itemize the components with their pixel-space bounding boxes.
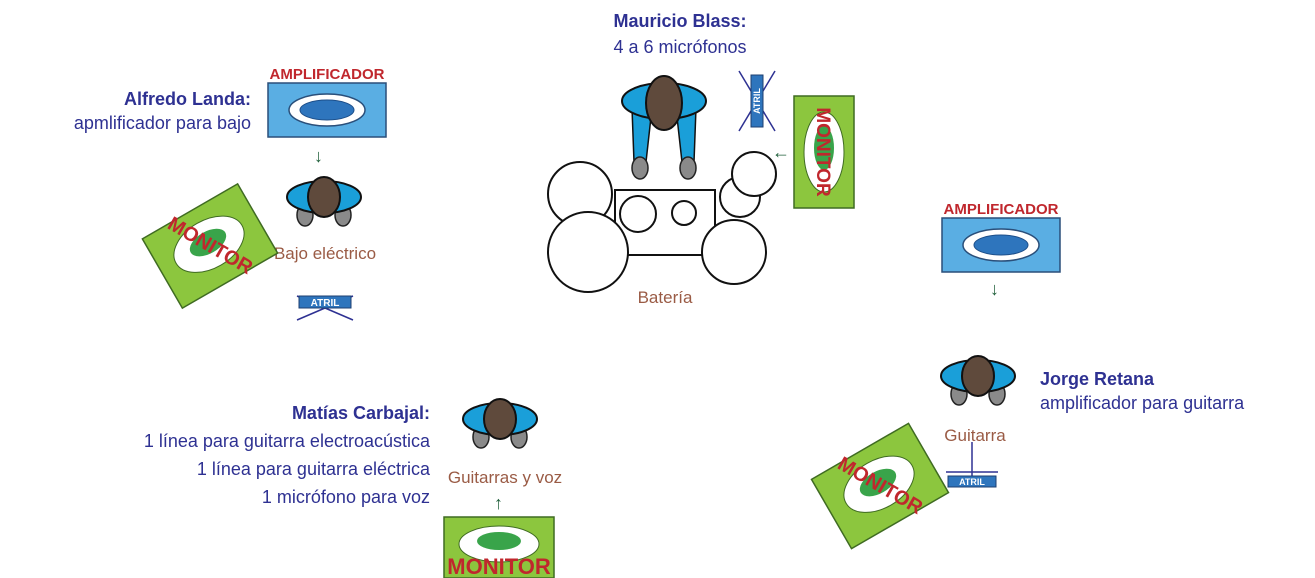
tom-drum <box>671 200 697 226</box>
drum-kit <box>547 151 777 293</box>
alfredo-musician <box>286 176 362 227</box>
guitar-instrument-label: Guitarra <box>944 426 1006 445</box>
matias-description-line-1: 1 línea para guitarra electroacústica <box>143 431 430 451</box>
bass-instrument-label: Bajo eléctrico <box>273 244 377 263</box>
bass-music-stand: ATRIL <box>296 295 354 321</box>
guitar-amplifier: AMPLIFICADOR <box>941 201 1061 273</box>
guitar-music-stand: ATRIL <box>946 442 998 488</box>
arrow-down-icon: ↓ <box>314 146 323 166</box>
arrow-down-icon: ↓ <box>990 279 999 299</box>
hi-hat <box>731 151 777 197</box>
floor-tom <box>547 211 629 293</box>
guitars-voice-instrument-label: Guitarras y voz <box>447 468 563 487</box>
monitor-label: MONITOR <box>812 107 833 197</box>
drums-music-stand: ATRIL <box>738 70 776 132</box>
guitars-voice-monitor: MONITOR <box>443 516 555 578</box>
atril-label: ATRIL <box>311 298 340 309</box>
alfredo-description: apmlificador para bajo <box>73 113 251 133</box>
bass-amplifier: AMPLIFICADOR <box>267 66 387 138</box>
jorge-description: amplificador para guitarra <box>1040 393 1245 413</box>
drums-instrument-label: Batería <box>637 288 693 307</box>
drums-monitor: MONITOR <box>793 95 855 209</box>
matias-description-line-3: 1 micrófono para voz <box>261 487 430 507</box>
arrow-left-icon: ← <box>772 142 790 162</box>
bass-monitor: MONITOR <box>141 182 279 310</box>
mauricio-description: 4 a 6 micrófonos <box>613 37 747 57</box>
jorge-name: Jorge Retana <box>1040 369 1155 389</box>
ride-cymbal <box>701 219 767 285</box>
matias-name: Matías Carbajal: <box>291 403 430 423</box>
alfredo-name: Alfredo Landa: <box>123 89 251 109</box>
guitar-monitor: MONITOR <box>810 422 950 550</box>
matias-description-line-2: 1 línea para guitarra eléctrica <box>196 459 430 479</box>
arrow-up-icon: ↑ <box>494 493 503 513</box>
matias-musician <box>462 398 538 449</box>
amplifier-label: AMPLIFICADOR <box>270 66 385 83</box>
snare-drum <box>619 195 657 233</box>
mauricio-musician <box>621 75 707 180</box>
monitor-label: MONITOR <box>447 554 551 578</box>
mauricio-name: Mauricio Blass: <box>613 11 747 31</box>
atril-label: ATRIL <box>959 477 985 487</box>
amplifier-label: AMPLIFICADOR <box>944 201 1059 218</box>
jorge-musician <box>940 355 1016 406</box>
atril-label: ATRIL <box>752 88 762 114</box>
